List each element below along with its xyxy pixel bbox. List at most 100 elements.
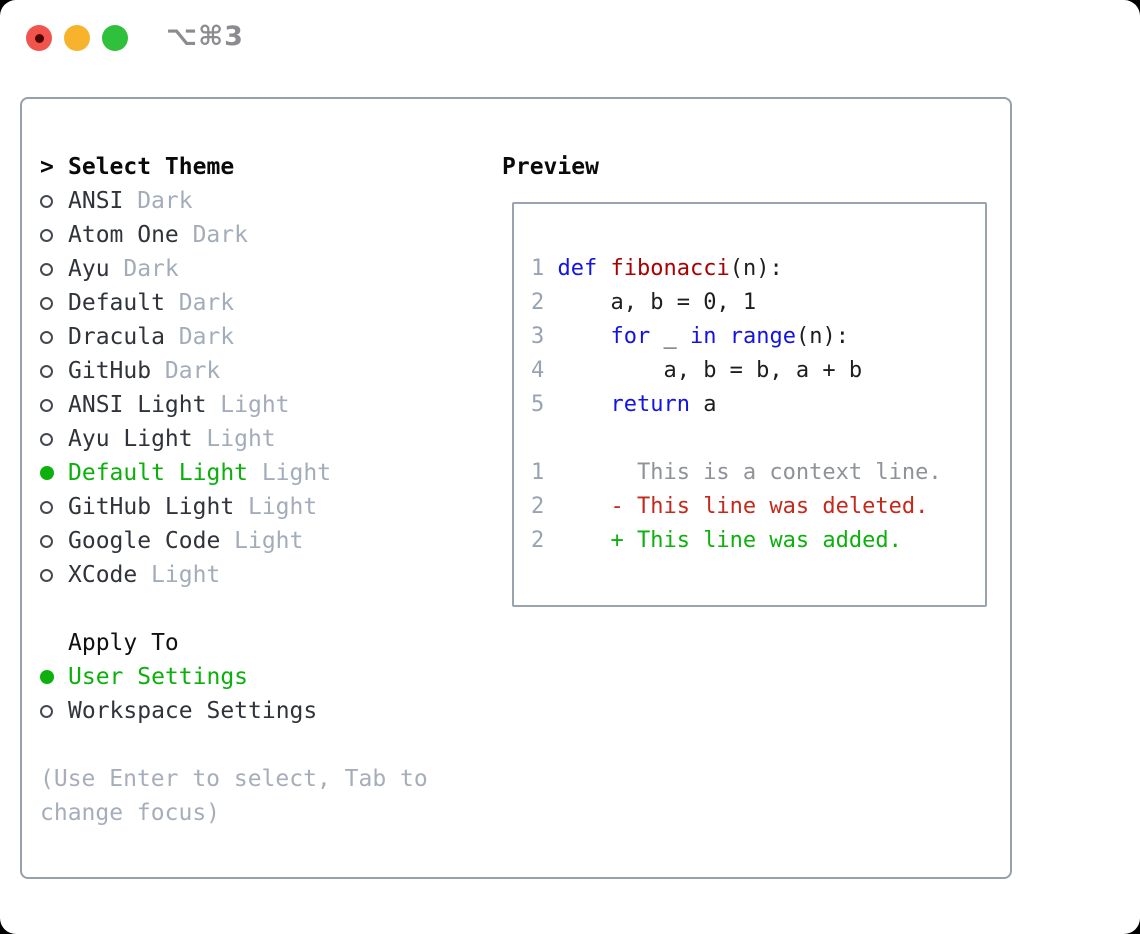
radio-icon xyxy=(40,228,53,242)
line-number: 3 xyxy=(531,324,545,349)
code-line xyxy=(531,422,985,456)
theme-option-atom-one-dark[interactable]: Atom One Dark xyxy=(40,218,428,252)
theme-variant: Light xyxy=(206,426,276,452)
theme-option-ansi-light-light[interactable]: ANSI Light Light xyxy=(40,388,428,422)
code-token: def xyxy=(557,256,598,281)
theme-variant: Dark xyxy=(178,290,235,316)
preview-title: Preview xyxy=(502,154,599,180)
code-line: 1 def fibonacci(n): xyxy=(531,252,985,286)
code-token xyxy=(716,324,729,349)
theme-option-dracula-dark[interactable]: Dracula Dark xyxy=(40,320,428,354)
hint-text: (Use Enter to select, Tab to change focu… xyxy=(40,762,428,830)
radio-selected-icon xyxy=(40,670,54,684)
apply-option-workspace-settings[interactable]: Workspace Settings xyxy=(40,694,428,728)
code-token: a, b = b, a + b xyxy=(544,358,863,383)
code-token: This is a context line. xyxy=(544,460,942,485)
line-number: 2 xyxy=(531,290,545,315)
theme-variant: Dark xyxy=(178,324,235,350)
spacer-row xyxy=(40,592,428,626)
apply-to-heading-row: Apply To xyxy=(40,626,428,660)
radio-icon xyxy=(40,500,53,514)
line-number: 1 xyxy=(531,256,545,281)
theme-name: Default Light xyxy=(68,460,249,486)
theme-picker-title: Select Theme xyxy=(68,154,235,180)
radio-icon xyxy=(40,568,53,582)
theme-variant: Light xyxy=(151,562,221,588)
code-token xyxy=(597,256,610,281)
line-number: 1 xyxy=(531,460,545,485)
code-line: 2 a, b = 0, 1 xyxy=(531,286,985,320)
selection-cursor: > xyxy=(40,154,54,180)
radio-icon xyxy=(40,432,53,446)
hint-line-2: change focus) xyxy=(40,800,221,826)
apply-to-title: Apply To xyxy=(68,630,179,656)
theme-option-default-dark[interactable]: Default Dark xyxy=(40,286,428,320)
minimize-button[interactable] xyxy=(64,25,90,51)
radio-icon xyxy=(40,262,53,276)
theme-option-ayu-dark[interactable]: Ayu Dark xyxy=(40,252,428,286)
code-line: 2 + This line was added. xyxy=(531,524,985,558)
theme-option-default-light-light[interactable]: Default Light Light xyxy=(40,456,428,490)
code-token: + This line was added. xyxy=(544,528,902,553)
theme-name: Google Code xyxy=(68,528,221,554)
code-line: 2 - This line was deleted. xyxy=(531,490,985,524)
code-token: range xyxy=(729,324,796,349)
spacer-row xyxy=(40,728,428,762)
code-token: a xyxy=(689,392,717,417)
code-line: 1 This is a context line. xyxy=(531,456,985,490)
line-number: 5 xyxy=(531,392,545,417)
code-token: a, b = 0, 1 xyxy=(544,290,757,315)
radio-icon xyxy=(40,296,53,310)
apply-option-user-settings[interactable]: User Settings xyxy=(40,660,428,694)
code-token xyxy=(544,256,557,281)
code-token xyxy=(544,392,610,417)
theme-picker-heading: > Select Theme xyxy=(40,150,428,184)
theme-variant: Light xyxy=(234,528,304,554)
zoom-button[interactable] xyxy=(102,25,128,51)
radio-icon xyxy=(40,194,53,208)
theme-name: Ayu xyxy=(68,256,110,282)
theme-variant: Light xyxy=(247,494,318,520)
theme-variant: Dark xyxy=(164,358,221,384)
theme-option-ayu-light-light[interactable]: Ayu Light Light xyxy=(40,422,428,456)
theme-variant: Dark xyxy=(123,256,179,282)
radio-icon xyxy=(40,398,53,412)
theme-name: GitHub Light xyxy=(68,494,235,520)
theme-variant: Light xyxy=(220,392,290,418)
theme-name: ANSI Light xyxy=(68,392,207,418)
theme-variant: Dark xyxy=(192,222,248,248)
hint-line-1: (Use Enter to select, Tab to xyxy=(40,766,428,792)
theme-variant: Dark xyxy=(137,188,193,214)
theme-name: Dracula xyxy=(68,324,165,350)
code-token: - This line was deleted. xyxy=(544,494,929,519)
code-token xyxy=(544,324,610,349)
theme-option-google-code-light[interactable]: Google Code Light xyxy=(40,524,428,558)
line-number: 2 xyxy=(531,528,545,553)
apply-option-label: Workspace Settings xyxy=(68,698,318,724)
theme-name: Atom One xyxy=(68,222,179,248)
theme-name: Default xyxy=(68,290,165,316)
theme-name: Ayu Light xyxy=(68,426,193,452)
theme-variant: Light xyxy=(261,460,332,486)
close-button[interactable] xyxy=(26,25,52,51)
code-token: fibonacci xyxy=(610,256,730,281)
theme-option-github-light-light[interactable]: GitHub Light Light xyxy=(40,490,428,524)
line-number: 4 xyxy=(531,358,545,383)
code-token: (n): xyxy=(729,256,783,281)
radio-icon xyxy=(40,704,53,718)
radio-icon xyxy=(40,364,53,378)
radio-icon xyxy=(40,330,53,344)
line-number: 2 xyxy=(531,494,545,519)
code-line: 4 a, b = b, a + b xyxy=(531,354,985,388)
code-token: return xyxy=(610,392,690,417)
code-token: (n): xyxy=(795,324,849,349)
code-line: 3 for _ in range(n): xyxy=(531,320,985,354)
